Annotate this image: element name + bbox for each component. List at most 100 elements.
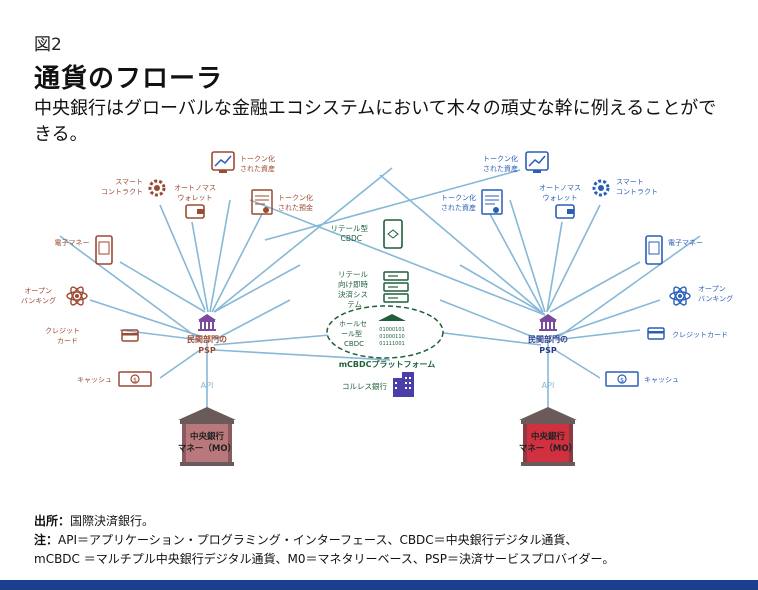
page-subtitle: 中央銀行はグローバルな金融エコシステムにおいて木々の頑丈な幹に例えることができる… [34,98,717,145]
phone-icon [95,235,113,265]
server-icon [383,271,409,303]
center-wholesale-cbdc-node: ホールセ ール型 CBDC 01000101 01000110 01111001 [326,305,444,359]
center-cashless-bank-node: コルレス銀行 [342,372,414,397]
svg-text:向け即時: 向け即時 [338,279,368,289]
right-open-banking-node: オープン バンキング [669,285,733,306]
right-cash-node: $ キャッシュ [605,371,679,387]
bottom-bar [0,580,758,590]
svg-text:決済シス: 決済シス [338,289,368,299]
banknote-icon [605,371,639,387]
svg-text:スマート: スマート [115,178,143,186]
left-psp-label-2: PSP [198,346,216,355]
svg-text:オートノマス: オートノマス [539,184,581,192]
svg-text:$: $ [620,377,624,384]
svg-text:トークン化: トークン化 [240,154,275,163]
right-psp-label-2: PSP [539,346,557,355]
left-e-money-node: 電子マネー [55,235,113,265]
atom-icon [66,291,88,301]
center-retail-fps-node: リテール 向け即時 決済シス テム [338,270,409,309]
left-cash-node: $ キャッシュ [77,371,152,387]
svg-text:コントラクト: コントラクト [101,188,143,196]
left-trunk: 中央銀行 マネー（MO） [178,407,236,466]
svg-text:バンキング: バンキング [698,294,733,303]
footnotes: 出所：国際決済銀行。 注：API＝アプリケーション・プログラミング・インターフェ… [34,512,614,569]
bank-icon [378,314,406,321]
svg-text:オープン: オープン [698,285,726,293]
svg-text:された資産: された資産 [441,203,476,212]
svg-text:トークン化: トークン化 [278,193,313,202]
svg-text:コルレス銀行: コルレス銀行 [342,381,387,391]
svg-text:CBDC: CBDC [344,340,364,348]
left-psp-bank-icon [198,314,216,331]
svg-text:スマート: スマート [616,178,644,186]
page-title: 通貨のフローラ [34,64,224,94]
left-trunk-label-2: マネー（MO） [178,443,236,454]
svg-text:テム: テム [347,300,362,309]
svg-text:リテール型: リテール型 [331,224,369,233]
svg-text:01000101: 01000101 [379,327,404,333]
svg-text:電子マネー: 電子マネー [55,239,90,247]
left-api-label: API [201,381,214,390]
left-credit-card-node: クレジット カード [45,327,139,345]
svg-text:ール型: ール型 [341,329,362,338]
gear-icon [592,179,610,197]
right-tokenized-assets-node: トークン化 された資産 [441,189,503,215]
figure-label: 図2 [34,35,62,55]
left-open-banking-node: オープン バンキング [21,286,88,306]
svg-text:キャッシュ: キャッシュ [644,376,679,384]
left-tokenized-deposit-node: トークン化 された預金 [251,189,313,215]
banknote-icon [118,371,152,387]
center-retail-cbdc-node: リテール型 CBDC [331,219,403,249]
right-autonomous-wallet-node: オートノマス ウォレット [539,184,581,219]
left-tokenized-assets-node: トークン化 された資産 [211,151,275,173]
right-trunk: 中央銀行 マネー（MO） [519,407,577,466]
gear-icon [148,179,166,197]
left-psp-label-1: 民間部門の [187,334,227,344]
right-api-label: API [542,381,555,390]
svg-text:リテール: リテール [338,270,368,279]
certificate-icon [251,189,273,215]
svg-text:CBDC: CBDC [341,234,362,243]
connector-lines [59,167,701,410]
svg-text:された預金: された預金 [278,203,313,212]
svg-text:$: $ [133,377,137,384]
svg-text:トークン化: トークン化 [483,154,518,163]
svg-text:コントラクト: コントラクト [616,188,658,196]
svg-text:電子マネー: 電子マネー [668,239,703,247]
svg-text:された資産: された資産 [240,164,275,173]
left-smart-contract-node: スマート コントラクト [101,178,166,197]
atom-icon [669,291,691,301]
svg-text:オープン: オープン [24,287,52,295]
note-line-2: mCBDC ＝マルチプル中央銀行デジタル通貨、M0＝マネタリーベース、PSP＝決… [34,552,615,566]
right-trunk-label-1: 中央銀行 [531,431,566,442]
svg-text:01111001: 01111001 [379,341,404,347]
note-line-1: 注：API＝アプリケーション・プログラミング・インターフェース、CBDC＝中央銀… [34,533,578,547]
svg-text:クレジット: クレジット [45,327,80,335]
right-e-money-node: 電子マネー [645,235,703,265]
svg-text:ホールセ: ホールセ [339,320,367,328]
building-icon [393,372,414,397]
right-smart-contract-node: スマート コントラクト [592,178,658,197]
right-psp-label-1: 民間部門の [528,334,568,344]
svg-text:クレジットカード: クレジットカード [672,331,728,339]
svg-text:バンキング: バンキング [21,296,56,305]
svg-text:オートノマス: オートノマス [174,184,216,192]
svg-text:カード: カード [57,337,78,345]
svg-text:ウォレット: ウォレット [543,194,578,202]
svg-text:ウォレット: ウォレット [178,194,213,202]
left-trunk-label-1: 中央銀行 [190,431,225,442]
right-trunk-label-2: マネー（MO） [519,443,577,454]
right-tokenized-assets-top-node: トークン化 された資産 [483,151,549,173]
certificate-icon [481,189,503,215]
right-psp-bank-icon [539,314,557,331]
left-autonomous-wallet-node: オートノマス ウォレット [174,184,216,219]
source-line: 出所：国際決済銀行。 [34,514,155,528]
mcbdc-platform-label: mCBDCプラットフォーム [339,359,436,369]
mcbdc-platform-ellipse [326,305,444,359]
phone-icon [383,219,403,249]
right-credit-card-node: クレジットカード [647,327,728,340]
svg-text:キャッシュ: キャッシュ [77,376,112,384]
phone-icon [645,235,663,265]
svg-text:トークン化: トークン化 [441,193,476,202]
